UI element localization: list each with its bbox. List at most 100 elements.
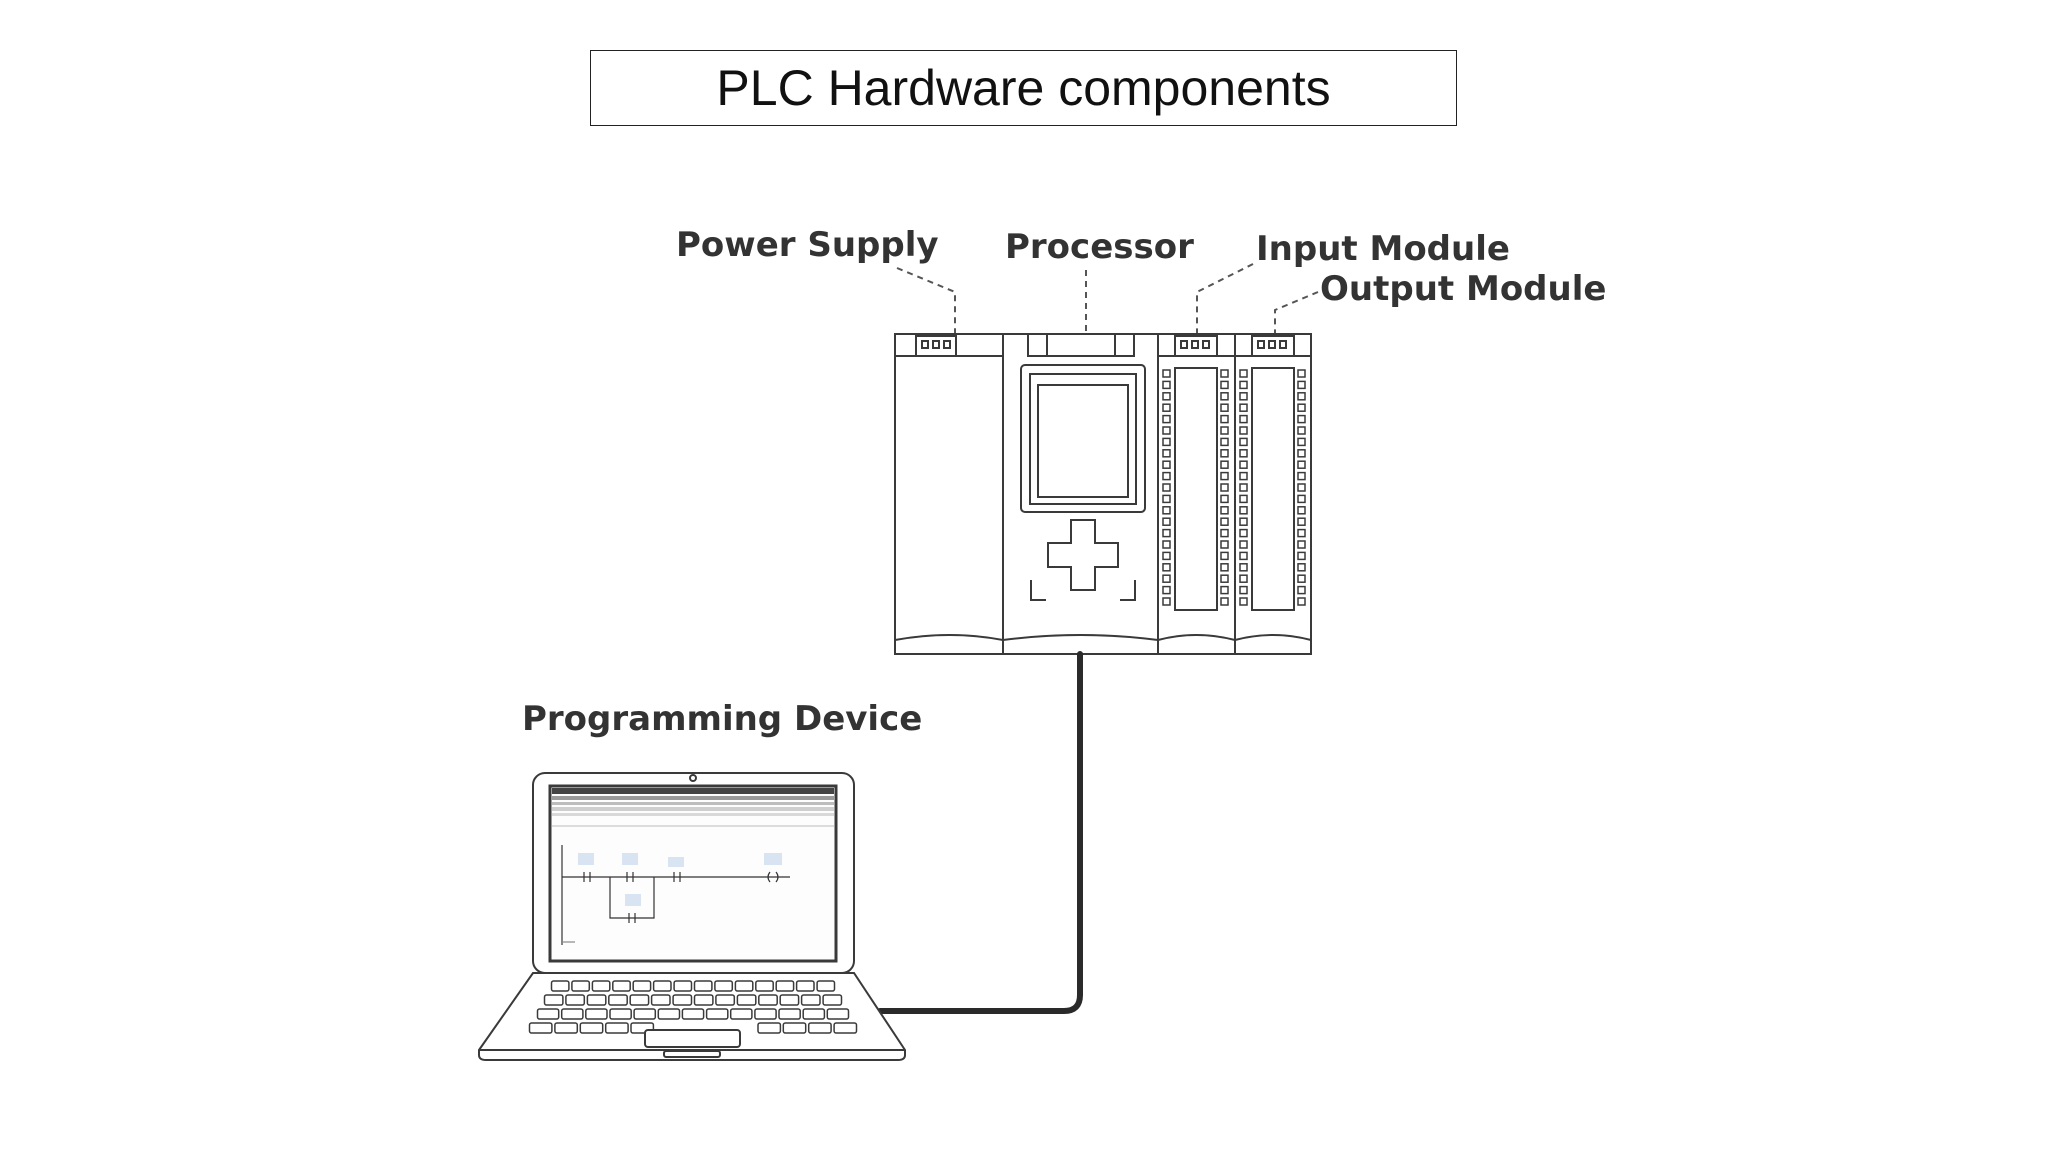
terminal-screw	[1162, 471, 1171, 481]
terminal-screw	[1297, 460, 1306, 469]
leader-power-supply	[896, 267, 956, 334]
terminal-screw	[1220, 460, 1229, 469]
terminal-screw	[1297, 574, 1306, 583]
terminal-screw	[1239, 585, 1248, 595]
keyboard-key	[536, 1008, 560, 1020]
terminal-screw	[1162, 574, 1171, 583]
terminal-screw	[1220, 597, 1229, 606]
keyboard-key	[826, 1008, 850, 1020]
terminal-screw	[1162, 380, 1171, 390]
terminal-screw	[1162, 528, 1171, 538]
keyboard-key	[775, 980, 795, 992]
output-terminal-cover	[1251, 367, 1295, 611]
terminal-screw	[1297, 369, 1306, 378]
terminal-screw	[1220, 380, 1229, 390]
terminal-screw	[1220, 426, 1229, 435]
keyboard-key	[672, 994, 693, 1006]
terminal-screw	[1220, 369, 1229, 378]
terminal-screw	[1162, 551, 1171, 561]
keyboard-key	[705, 1008, 729, 1020]
terminal-screw	[1297, 528, 1306, 538]
terminal-screw	[1220, 392, 1229, 401]
terminal-screw	[1220, 540, 1229, 549]
keyboard-key	[604, 1022, 629, 1034]
terminal-screw	[1297, 380, 1306, 390]
keyboard-key	[543, 994, 564, 1006]
terminal-screw	[1220, 483, 1229, 492]
terminal-screw	[1297, 585, 1306, 595]
keyboard-key	[609, 1008, 632, 1020]
ladder-diagram	[561, 845, 790, 945]
input-terminal-cover	[1174, 367, 1218, 611]
terminal-screw	[1220, 585, 1229, 595]
terminal-screw	[1220, 403, 1229, 412]
terminal-screw	[1162, 585, 1171, 595]
terminal-screw	[1297, 517, 1306, 526]
terminal-screw	[1220, 414, 1229, 424]
terminal-screw	[1297, 437, 1306, 447]
terminal-screw	[1239, 380, 1248, 390]
keyboard-key	[565, 994, 586, 1006]
terminal-screw	[1220, 551, 1229, 561]
terminal-screw	[1162, 369, 1171, 378]
leader-lines	[896, 263, 1319, 334]
plc-rack	[894, 333, 1312, 655]
terminal-screw	[1162, 506, 1171, 515]
keyboard-key	[802, 1008, 826, 1020]
terminal-screw	[1239, 426, 1248, 435]
keyboard-key	[673, 980, 693, 992]
terminal-screw	[1239, 414, 1248, 424]
keyboard-key	[608, 994, 628, 1006]
terminal-screw	[1239, 471, 1248, 481]
terminal-screw	[1239, 506, 1248, 515]
keyboard-key	[591, 980, 611, 992]
terminal-screw	[1220, 449, 1229, 458]
terminal-screw	[1239, 392, 1248, 401]
terminal-screw	[1297, 471, 1306, 481]
keyboard-key	[757, 1022, 782, 1034]
keyboard-key	[782, 1022, 807, 1034]
terminal-strips	[1162, 369, 1306, 606]
terminal-screw	[1162, 494, 1171, 504]
terminal-screw	[1239, 528, 1248, 538]
terminal-screw	[1297, 540, 1306, 549]
terminal-screw	[1220, 506, 1229, 515]
keyboard-key	[579, 1022, 604, 1034]
keyboard-key	[632, 980, 652, 992]
power-supply-module	[894, 333, 1004, 655]
terminal-screw	[1239, 551, 1248, 561]
terminal-screw	[1162, 403, 1171, 412]
keyboard-key	[652, 980, 672, 992]
terminal-screw	[1239, 597, 1248, 606]
laptop-screen	[548, 784, 838, 963]
terminal-screw	[1239, 517, 1248, 526]
terminal-screw	[1297, 426, 1306, 435]
terminal-screw	[1162, 460, 1171, 469]
terminal-screw	[1297, 449, 1306, 458]
terminal-screw	[1162, 540, 1171, 549]
keyboard-key	[778, 1008, 801, 1020]
terminal-screw	[1162, 426, 1171, 435]
keyboard-key	[754, 1008, 777, 1020]
keyboard-key	[585, 1008, 608, 1020]
keyboard-key	[612, 980, 631, 992]
terminal-screw	[1297, 506, 1306, 515]
keyboard-key	[816, 980, 836, 992]
terminal-screw	[1297, 494, 1306, 504]
keyboard-key	[586, 994, 607, 1006]
terminal-screw	[1297, 392, 1306, 401]
ladder-tags	[578, 853, 782, 906]
keyboard-key	[693, 994, 714, 1006]
terminal-screw	[1239, 449, 1248, 458]
terminal-screw	[1162, 392, 1171, 401]
terminal-screw	[1162, 437, 1171, 447]
terminal-screw	[1239, 403, 1248, 412]
terminal-screw	[1220, 563, 1229, 572]
terminal-screw	[1239, 494, 1248, 504]
terminal-screw	[1220, 574, 1229, 583]
terminal-screw	[1297, 414, 1306, 424]
keyboard-key	[736, 994, 757, 1006]
label-programming-device: Programming Device	[522, 699, 922, 739]
keyboard-key	[800, 994, 821, 1006]
